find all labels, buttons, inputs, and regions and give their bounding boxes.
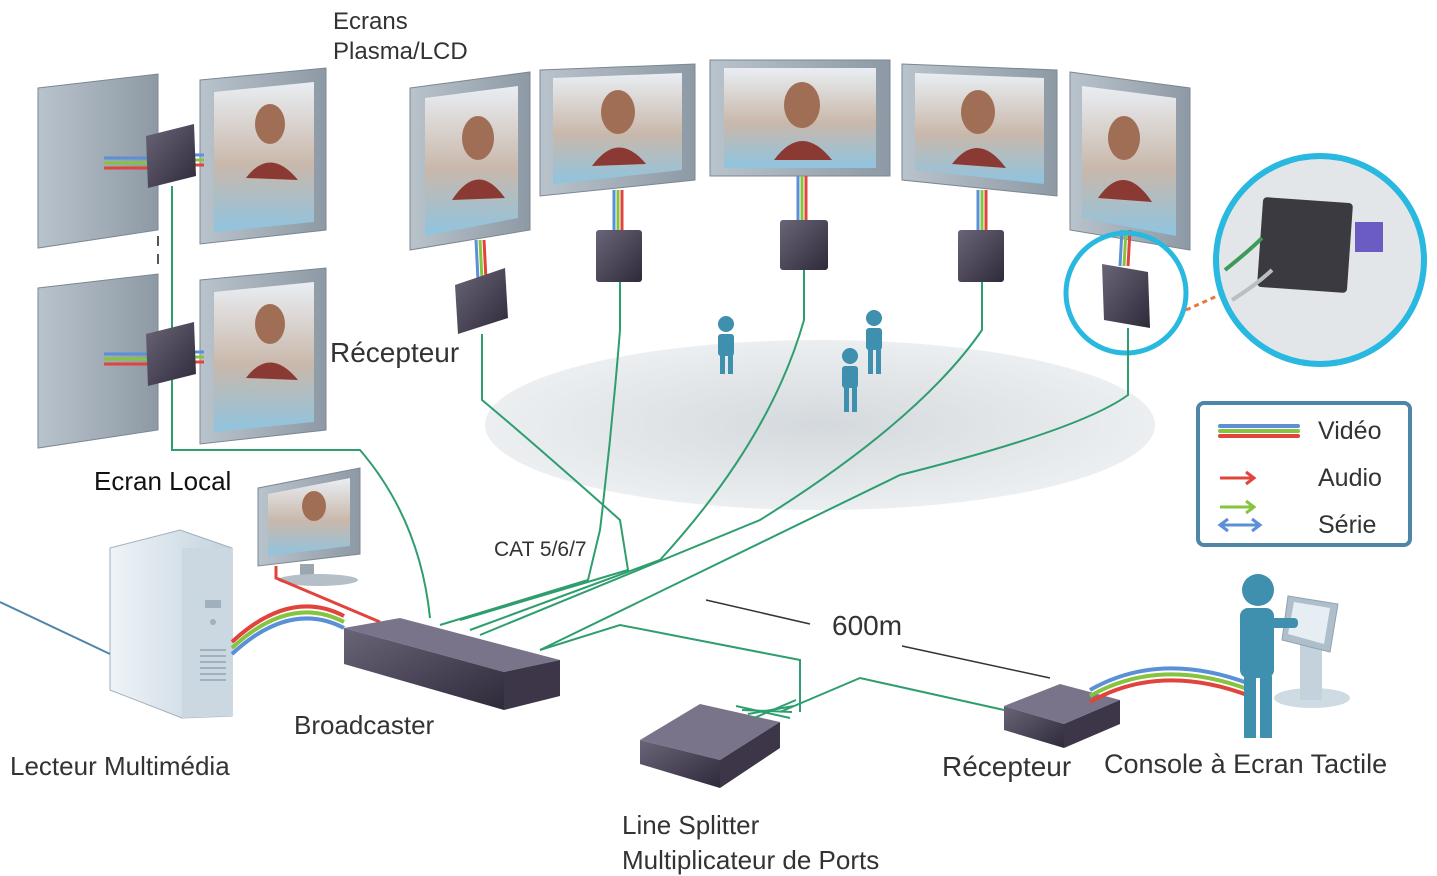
splitter-label-line1: Line Splitter (622, 810, 760, 840)
legend-serial: Série (1214, 509, 1404, 539)
local-receiver-bottom (146, 322, 196, 386)
touchscreen-kiosk (1274, 595, 1350, 708)
floor-area (485, 340, 1155, 510)
local-screen-cable (274, 566, 381, 624)
receiver-zoom-photo (1213, 153, 1427, 367)
media-player-label: Lecteur Multimédia (10, 751, 230, 781)
receiver-device-1 (455, 268, 508, 334)
legend-serial-label: Série (1318, 511, 1377, 539)
broadcaster-device (344, 618, 560, 710)
screen-wall-3 (709, 59, 891, 177)
local-monitor-bottom (199, 267, 327, 445)
receiver-label-top: Récepteur (330, 337, 460, 368)
legend-video-label: Vidéo (1318, 417, 1382, 445)
receiver-device-3 (780, 220, 828, 270)
local-monitor-back-bottom (37, 273, 159, 449)
serial-double-arrow-icon (1217, 517, 1263, 533)
legend-audio: Audio (1214, 462, 1404, 492)
receiver-label-bottom: Récepteur (942, 751, 1072, 782)
legend-audio-label: Audio (1318, 464, 1382, 492)
distance-label: 600m (832, 610, 903, 641)
screen-wall-4 (901, 63, 1058, 197)
audio-green-arrow-icon (1220, 499, 1257, 515)
person-figure-2 (866, 310, 882, 374)
local-screen-label: Ecran Local (94, 466, 232, 496)
receiver-device-4 (958, 230, 1004, 282)
local-receiver-top (146, 124, 196, 188)
local-monitor-back-top (37, 73, 159, 249)
legend-audio-green-arrow (1214, 491, 1404, 521)
splitter-label-line2: Multiplicateur de Ports (622, 845, 880, 875)
legend-video: Vidéo (1214, 415, 1404, 445)
broadcaster-label: Broadcaster (294, 710, 435, 740)
screen-wall-5 (1069, 71, 1191, 251)
receiver-to-kiosk-cable (1089, 666, 1251, 704)
audio-arrow-icon (1220, 470, 1257, 486)
person-figure-1 (718, 316, 734, 374)
distance-line-right (901, 645, 1051, 679)
line-splitter-device (640, 704, 780, 788)
cat-cables (171, 186, 1129, 713)
splitter-ports-cables (735, 699, 797, 719)
video-cable-icon (1218, 424, 1300, 438)
local-monitor-top (199, 67, 327, 245)
receiver-device-5 (1102, 264, 1150, 328)
distance-line-left (705, 599, 811, 625)
media-player-tower (109, 529, 233, 719)
person-figure-3 (842, 348, 858, 412)
wall-video-cables (474, 176, 1132, 281)
legend-box: Vidéo Audio Série (1196, 401, 1412, 547)
local-screen-monitor (257, 467, 361, 586)
screens-label-line1: Ecrans (333, 8, 408, 35)
screens-label-line2: Plasma/LCD (333, 38, 468, 65)
tower-network-cable (0, 601, 111, 655)
screen-wall-1 (409, 71, 531, 251)
kiosk-label: Console à Ecran Tactile (1104, 749, 1388, 779)
receiver-device-2 (596, 230, 642, 282)
tower-to-broadcaster-cable (230, 604, 345, 656)
kiosk-user-figure (1240, 574, 1298, 738)
receiver-highlight-ring (1063, 230, 1189, 356)
screen-wall-2 (539, 63, 696, 197)
cable-type-label: CAT 5/6/7 (494, 538, 587, 561)
